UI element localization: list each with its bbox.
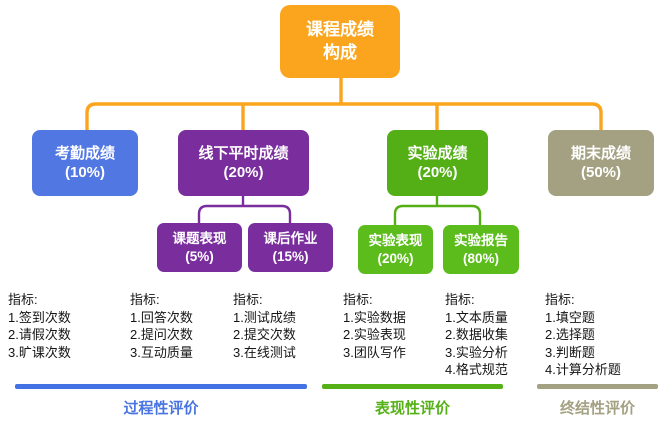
node-percent: (5%) bbox=[185, 248, 214, 264]
indicator-list-final-exam: 指标: 1.填空题 2.选择题 3.判断题 4.计算分析题 bbox=[545, 291, 621, 379]
indicator-list-attendance: 指标: 1.签到次数 2.请假次数 3.旷课次数 bbox=[8, 291, 71, 361]
node-label: 线下平时成绩 bbox=[198, 144, 289, 162]
node-label: 期末成绩 bbox=[570, 144, 631, 162]
green-connectors bbox=[393, 196, 482, 225]
node-percent: (20%) bbox=[223, 164, 264, 181]
orange-connectors bbox=[85, 77, 603, 130]
indicator-item: 1.文本质量 bbox=[445, 309, 508, 325]
node-final-exam-grade: 期末成绩 (50%) bbox=[548, 130, 654, 196]
indicator-item: 3.判断题 bbox=[545, 344, 595, 360]
node-percent: (10%) bbox=[64, 164, 105, 181]
indicator-item: 1.实验数据 bbox=[343, 309, 406, 325]
node-experiment-performance: 实验表现 (20%) bbox=[358, 225, 433, 274]
indicator-item: 4.计算分析题 bbox=[545, 362, 621, 377]
process-evaluation-label: 过程性评价 bbox=[123, 399, 199, 417]
node-attendance-grade: 考勤成绩 (10%) bbox=[32, 130, 138, 196]
indicator-heading: 指标: bbox=[343, 292, 373, 307]
node-experiment-grade: 实验成绩 (20%) bbox=[387, 130, 488, 196]
indicator-heading: 指标: bbox=[130, 292, 160, 307]
indicator-item: 1.测试成绩 bbox=[233, 309, 296, 325]
node-percent: (20%) bbox=[417, 164, 458, 181]
indicator-heading: 指标: bbox=[545, 292, 575, 307]
summative-evaluation-label: 终结性评价 bbox=[559, 399, 635, 417]
indicator-item: 2.选择题 bbox=[545, 327, 595, 342]
node-percent: (20%) bbox=[377, 250, 414, 266]
node-course-grade-composition: 课程成绩 构成 bbox=[280, 5, 400, 78]
node-label: 课题表现 bbox=[172, 230, 227, 246]
indicator-item: 2.提问次数 bbox=[130, 327, 193, 342]
purple-connectors bbox=[197, 196, 292, 223]
indicator-item: 3.在线测试 bbox=[233, 344, 296, 360]
indicator-item: 3.团队写作 bbox=[343, 344, 406, 360]
indicator-list-topic-performance: 指标: 1.回答次数 2.提问次数 3.互动质量 bbox=[130, 291, 193, 361]
node-experiment-report: 实验报告 (80%) bbox=[443, 225, 519, 274]
node-homework: 课后作业 (15%) bbox=[248, 223, 333, 272]
performance-evaluation-label: 表现性评价 bbox=[374, 399, 450, 417]
indicator-item: 2.请假次数 bbox=[8, 327, 71, 342]
performance-evaluation-bar bbox=[322, 384, 503, 389]
indicator-heading: 指标: bbox=[8, 292, 38, 307]
indicator-item: 2.提交次数 bbox=[233, 327, 296, 342]
node-label: 实验成绩 bbox=[407, 144, 468, 162]
footer-group-summative: 终结性评价 bbox=[537, 384, 658, 418]
node-percent: (50%) bbox=[580, 164, 621, 181]
node-label: 实验表现 bbox=[368, 232, 423, 248]
footer-group-process: 过程性评价 bbox=[15, 384, 307, 418]
node-percent: (80%) bbox=[462, 250, 499, 266]
node-percent: (15%) bbox=[272, 248, 309, 264]
node-label: 考勤成绩 bbox=[54, 144, 115, 162]
indicator-item: 4.格式规范 bbox=[445, 362, 508, 377]
indicator-item: 1.回答次数 bbox=[130, 309, 193, 325]
summative-evaluation-bar bbox=[537, 384, 658, 389]
node-offline-regular-grade: 线下平时成绩 (20%) bbox=[178, 130, 309, 196]
indicator-item: 1.填空题 bbox=[545, 309, 595, 325]
node-label: 课后作业 bbox=[263, 230, 318, 246]
process-evaluation-bar bbox=[15, 384, 307, 389]
node-label: 构成 bbox=[323, 42, 357, 62]
node-topic-performance: 课题表现 (5%) bbox=[157, 223, 242, 272]
indicator-list-experiment-report: 指标: 1.文本质量 2.数据收集 3.实验分析 4.格式规范 bbox=[445, 291, 508, 379]
indicator-item: 3.旷课次数 bbox=[8, 344, 71, 360]
indicator-item: 2.数据收集 bbox=[445, 327, 508, 342]
indicator-heading: 指标: bbox=[445, 292, 475, 307]
node-label: 实验报告 bbox=[454, 232, 508, 248]
node-label: 课程成绩 bbox=[306, 20, 374, 40]
indicator-item: 3.实验分析 bbox=[445, 344, 508, 360]
indicator-item: 2.实验表现 bbox=[343, 327, 406, 342]
indicator-item: 3.互动质量 bbox=[130, 344, 193, 360]
indicator-heading: 指标: bbox=[233, 292, 263, 307]
indicator-list-experiment-performance: 指标: 1.实验数据 2.实验表现 3.团队写作 bbox=[343, 291, 406, 361]
indicator-list-homework: 指标: 1.测试成绩 2.提交次数 3.在线测试 bbox=[233, 291, 296, 361]
footer-group-performance: 表现性评价 bbox=[322, 384, 503, 418]
indicator-item: 1.签到次数 bbox=[8, 309, 71, 325]
